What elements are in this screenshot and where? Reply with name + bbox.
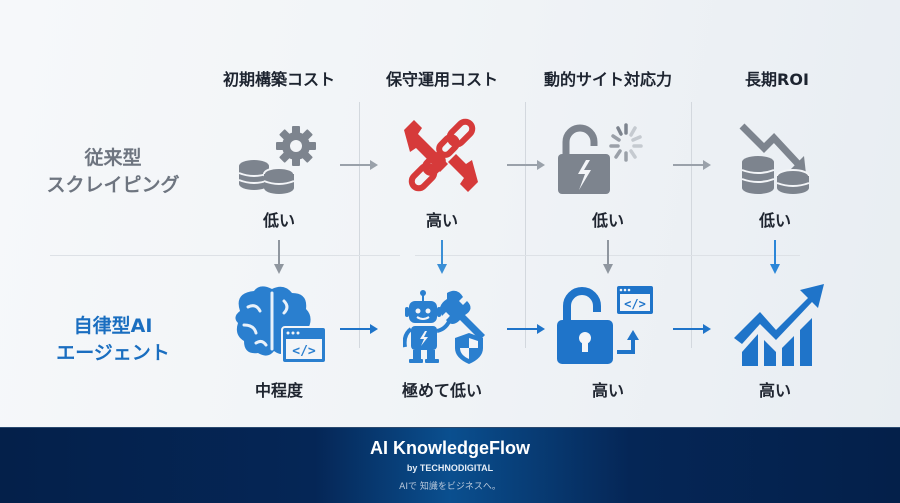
ai-initial-cost-value: 中程度: [254, 381, 303, 400]
row-divider: [50, 255, 400, 256]
column-header-dynamic-site: 動的サイト対応力: [543, 70, 672, 89]
row-label-line: エージェント: [56, 342, 170, 364]
legacy-dynamic-site-value: 低い: [591, 211, 624, 230]
ai-dynamic-site-value: 高い: [591, 381, 624, 400]
column-header-initial-cost: 初期構築コスト: [222, 70, 335, 89]
broken-lock-spinner-icon: [558, 123, 643, 194]
arrow-right-icon: [673, 324, 711, 334]
arrow-down-icon: [603, 240, 613, 274]
arrow-right-icon: [507, 160, 545, 170]
brand-tagline: AIで 知識をビジネスへ。: [399, 482, 501, 492]
arrow-right-icon: [507, 324, 545, 334]
column-header-maintenance-cost: 保守運用コスト: [385, 70, 498, 89]
coins-gear-icon: [238, 126, 316, 194]
column-divider: [525, 102, 526, 348]
arrow-right-icon: [340, 324, 378, 334]
row-label-legacy-scraping: 従来型 スクレイピング: [38, 145, 188, 199]
legacy-maintenance-cost-value: 高い: [425, 211, 458, 230]
column-header-long-term-roi: 長期ROI: [745, 70, 809, 89]
uptrend-chart-icon: [734, 284, 824, 366]
svg-text:</>: </>: [292, 344, 316, 359]
arrow-right-icon: [340, 160, 378, 170]
column-divider: [691, 102, 692, 348]
footer-banner: AI KnowledgeFlow by TECHNODIGITAL AIで 知識…: [0, 427, 900, 503]
row-label-line: 従来型: [84, 147, 142, 169]
broken-chain-wrench-icon: [404, 118, 478, 192]
arrow-right-icon: [673, 160, 711, 170]
robot-wrench-shield-icon: [403, 290, 485, 364]
ai-roi-value: 高い: [758, 381, 791, 400]
brand-byline: by TECHNODIGITAL: [406, 463, 494, 473]
brand-name: AI KnowledgeFlow: [370, 438, 530, 458]
column-divider: [359, 102, 360, 348]
legacy-roi-value: 低い: [758, 211, 791, 230]
svg-text:</>: </>: [624, 297, 646, 311]
row-label-line: スクレイピング: [46, 174, 180, 196]
brain-code-icon: </>: [235, 286, 327, 364]
row-label-ai-agent: 自律型AI エージェント: [38, 313, 188, 367]
row-label-line: 自律型AI: [73, 315, 153, 337]
legacy-initial-cost-value: 低い: [262, 211, 295, 230]
unlocked-code-icon: </>: [557, 286, 653, 364]
ai-maintenance-cost-value: 極めて低い: [401, 381, 482, 400]
arrow-down-icon: [437, 240, 447, 274]
downtrend-coins-icon: [739, 123, 810, 194]
arrow-down-icon: [274, 240, 284, 274]
arrow-down-icon: [770, 240, 780, 274]
